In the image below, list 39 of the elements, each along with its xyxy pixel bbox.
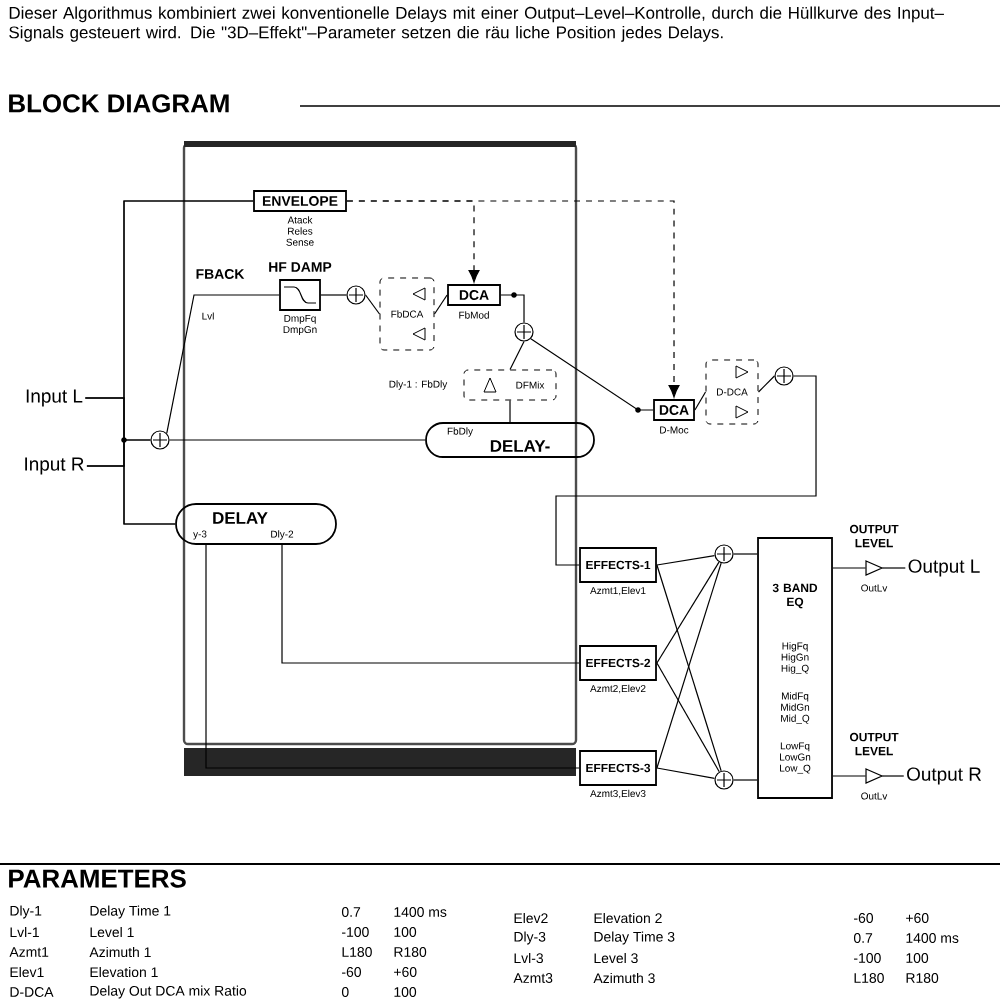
signal-line xyxy=(733,779,758,781)
signal-line xyxy=(694,391,707,411)
signal-line xyxy=(509,399,511,423)
signal-line xyxy=(757,375,775,393)
signal-line xyxy=(433,294,448,315)
signal-label: Output R xyxy=(907,767,981,785)
signal-line xyxy=(656,662,720,773)
signal-line xyxy=(530,338,654,411)
section-heading: PARAMETERS xyxy=(9,869,186,888)
signal-line xyxy=(281,544,580,664)
signal-line xyxy=(832,567,867,569)
summing-junction xyxy=(714,544,734,564)
signal-line xyxy=(320,294,347,296)
signal-label: Input L xyxy=(26,389,83,407)
signal-line xyxy=(656,554,716,566)
summing-junction xyxy=(150,430,170,450)
signal-line xyxy=(832,775,867,777)
arrow xyxy=(346,200,680,398)
signal-line xyxy=(205,544,580,769)
signal-label: Input R xyxy=(25,457,84,475)
signal-line xyxy=(881,567,906,569)
summing-junction xyxy=(774,366,794,386)
signal-label: Output L xyxy=(908,559,980,577)
signal-line xyxy=(555,375,817,566)
signal-line xyxy=(509,341,525,371)
signal-line xyxy=(500,294,525,323)
signal-line xyxy=(166,294,280,434)
signal-line xyxy=(86,465,176,525)
description-text: Dieser Algorithmus kombiniert zwei konventionelle Delays mit einer Output–Level–Kontrolle, durch die Hüllkurve des Input–Signals gesteuert wird. Die "3D–Effekt"–Parameter setzen die räu liche Position jedes Delays. xyxy=(9,6,944,42)
summing-junction xyxy=(714,770,734,790)
signal-line xyxy=(733,553,758,555)
signal-line xyxy=(169,439,426,441)
signal-line xyxy=(881,775,905,777)
summing-junction xyxy=(346,285,366,305)
signal-line xyxy=(656,767,716,779)
signal-line xyxy=(365,294,381,315)
summing-junction xyxy=(514,322,534,342)
section-heading: BLOCK DIAGRAM xyxy=(9,94,229,113)
signal-line xyxy=(656,561,720,664)
